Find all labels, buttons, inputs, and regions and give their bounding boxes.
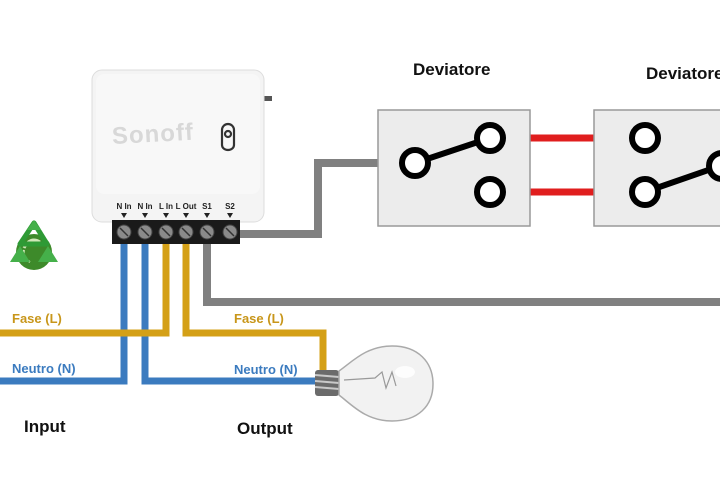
terminal-label: L Out bbox=[176, 202, 197, 211]
terminal-block bbox=[112, 220, 240, 244]
terminal-arrow-icon bbox=[163, 213, 169, 218]
s1-wire bbox=[203, 234, 720, 306]
switch-1-title: Deviatore bbox=[413, 60, 490, 79]
terminal-arrow-icon bbox=[183, 213, 189, 218]
s2-wire bbox=[230, 159, 405, 238]
terminal-label: S2 bbox=[225, 202, 235, 211]
terminal-arrow-icon bbox=[121, 213, 127, 218]
device-brand: Sonoff bbox=[111, 119, 194, 150]
neutral-output-label: Neutro (N) bbox=[234, 362, 298, 377]
output-label: Output bbox=[237, 419, 293, 438]
input-label: Input bbox=[24, 417, 66, 436]
terminal-screw-slot bbox=[140, 227, 150, 237]
terminal-arrow-icon bbox=[227, 213, 233, 218]
terminal-screw-slot bbox=[181, 227, 191, 237]
terminal-arrow-icon bbox=[142, 213, 148, 218]
phase-input-wire bbox=[0, 234, 170, 337]
phase-output-label: Fase (L) bbox=[234, 311, 284, 326]
switch-2 bbox=[593, 109, 720, 227]
terminal-screw-slot bbox=[161, 227, 171, 237]
terminal-label: S1 bbox=[202, 202, 212, 211]
phase-output-wire bbox=[182, 234, 327, 372]
terminal-screw-slot bbox=[225, 227, 235, 237]
phase-input-label: Fase (L) bbox=[12, 311, 62, 326]
terminal-screw-slot bbox=[119, 227, 129, 237]
neutral-output-wire bbox=[141, 234, 320, 385]
terminal-arrow-icon bbox=[204, 213, 210, 218]
terminal-label: N In bbox=[137, 202, 152, 211]
switch-2-title: Deviatore bbox=[646, 64, 720, 83]
neutral-input-label: Neutro (N) bbox=[12, 361, 76, 376]
terminal-label: L In bbox=[159, 202, 173, 211]
neutral-input-wire bbox=[0, 234, 128, 385]
terminal-screw-slot bbox=[202, 227, 212, 237]
toggle-switch-icon bbox=[220, 122, 236, 152]
light-bulb-icon bbox=[314, 345, 434, 422]
switch-1 bbox=[377, 109, 531, 227]
recycle-icon bbox=[10, 220, 58, 270]
terminal-label: N In bbox=[116, 202, 131, 211]
